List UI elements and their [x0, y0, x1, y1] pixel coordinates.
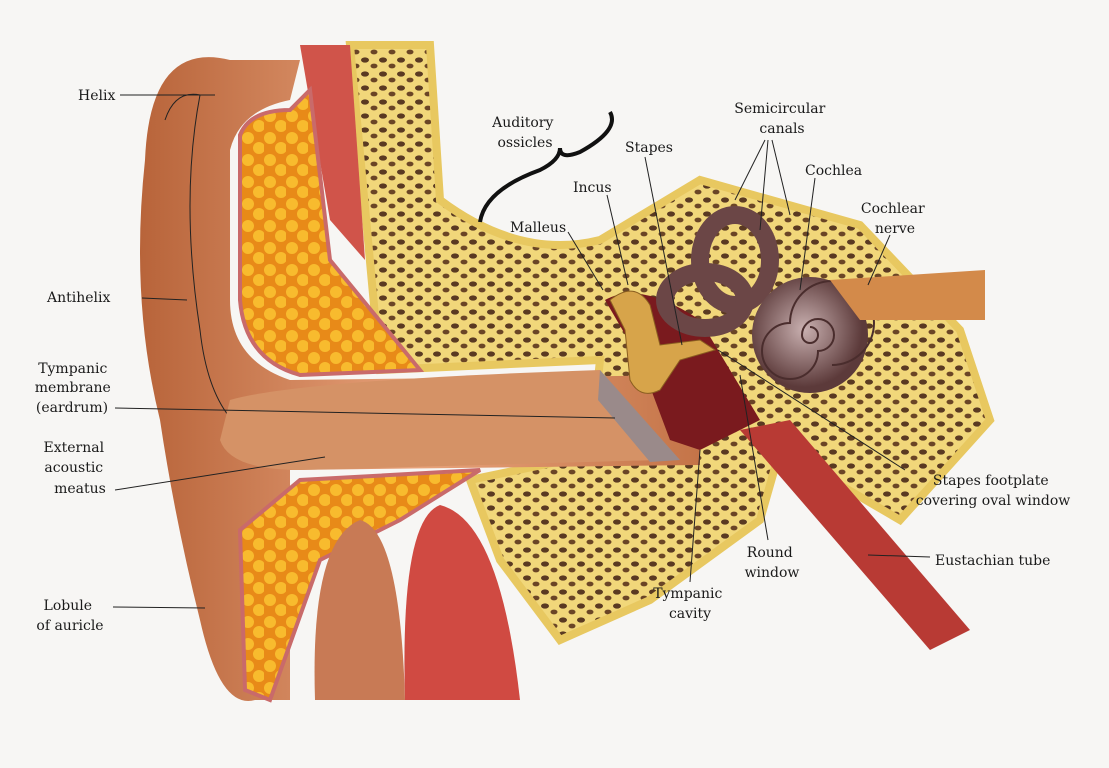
label-tympanic-cavity: Tympanic cavity	[653, 586, 727, 622]
semicircular-canals	[656, 206, 779, 337]
label-auditory-ossicles: Auditory ossicles	[491, 115, 558, 151]
label-lobule: Lobule of auricle	[36, 598, 103, 634]
leader-lines	[112, 94, 931, 609]
muscle-lower-2	[404, 505, 520, 700]
label-external-acoustic-meatus: External acoustic meatus	[43, 440, 108, 497]
label-antihelix: Antihelix	[46, 290, 110, 306]
label-tympanic-membrane: Tympanic membrane (eardrum)	[35, 361, 116, 416]
eustachian-tube	[740, 420, 970, 650]
muscle-lower-1	[314, 520, 405, 700]
label-semicircular-canals: Semicircular canals	[734, 101, 829, 137]
label-stapes-footplate: Stapes footplate covering oval window	[916, 473, 1071, 509]
ossicles	[609, 290, 717, 394]
label-cochlea: Cochlea	[805, 163, 862, 179]
label-stapes: Stapes	[625, 140, 673, 156]
fat-upper	[238, 85, 425, 378]
label-incus: Incus	[573, 180, 612, 196]
label-helix: Helix	[78, 88, 115, 104]
label-round-window: Round window	[745, 545, 800, 581]
eardrum	[598, 370, 680, 462]
label-malleus: Malleus	[510, 220, 566, 236]
ossicles-brace	[478, 111, 614, 223]
muscle-top	[300, 45, 365, 260]
label-eustachian-tube: Eustachian tube	[935, 553, 1050, 569]
label-cochlear-nerve: Cochlear nerve	[861, 201, 929, 237]
ear-canal	[220, 370, 660, 470]
